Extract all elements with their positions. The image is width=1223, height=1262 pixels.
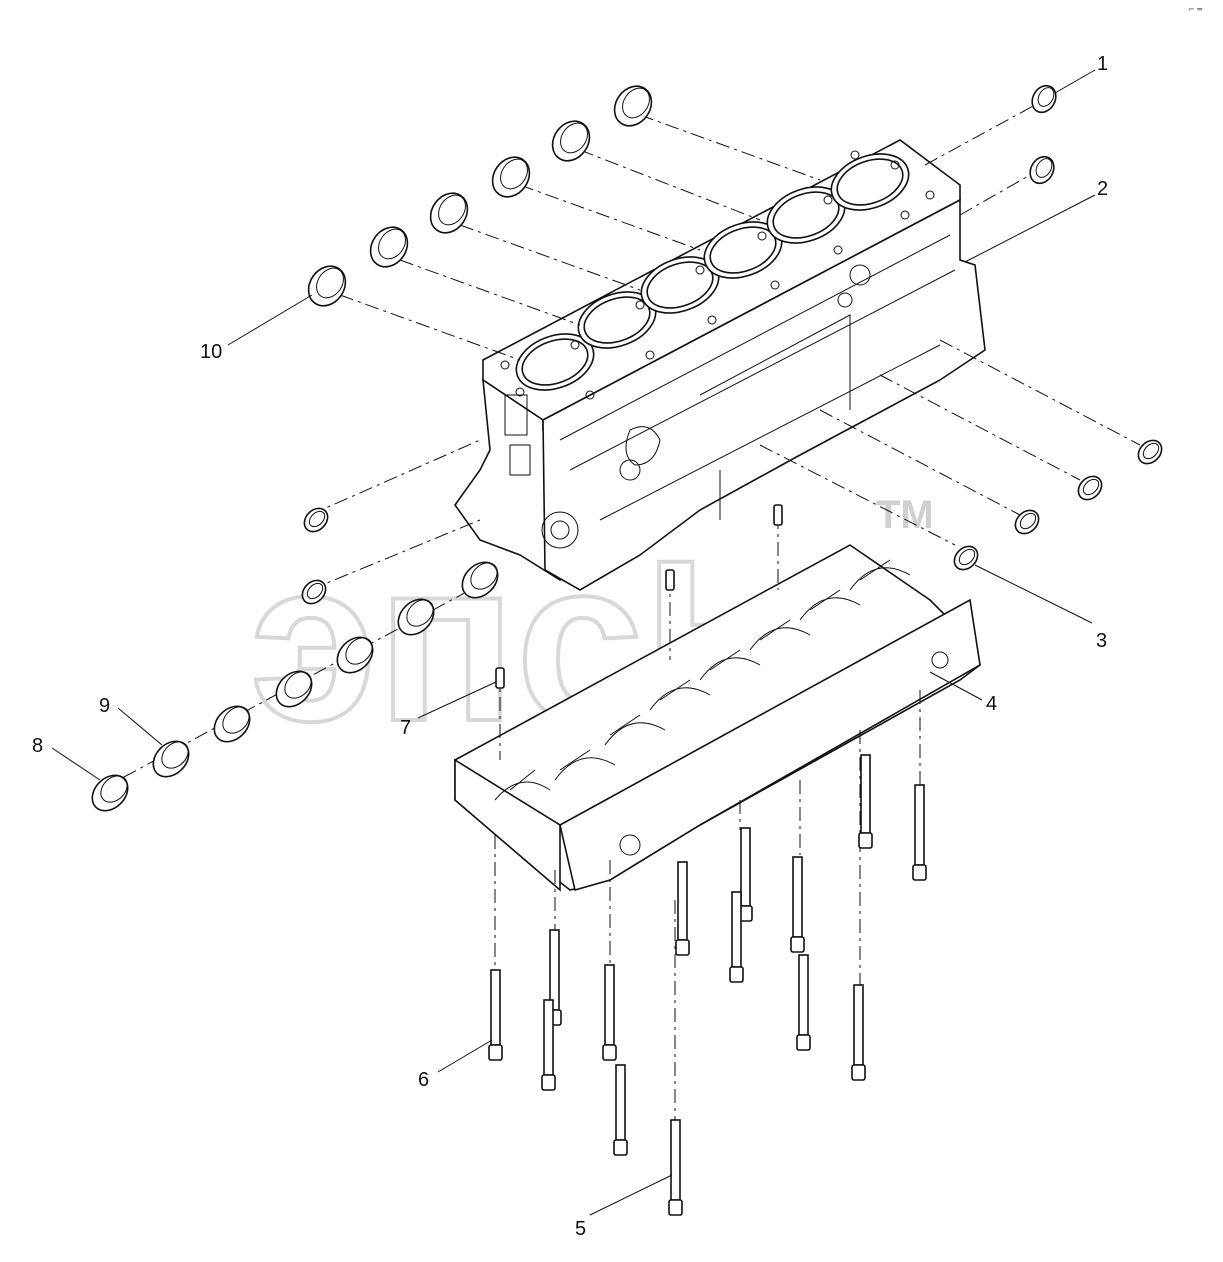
corner-mark: ⌐ ═ — [1188, 5, 1202, 14]
dowel-pins — [495, 504, 783, 689]
bolt — [729, 891, 744, 983]
cylinder-bores — [515, 153, 910, 391]
watermark-tm: TM — [876, 493, 934, 537]
plugs-3 — [953, 439, 1163, 571]
bolt — [675, 861, 690, 956]
cam-bushings — [91, 561, 499, 812]
callout-8: 8 — [32, 735, 43, 757]
callout-5: 5 — [575, 1218, 586, 1240]
main-bearing-saddles — [494, 559, 911, 801]
core-plugs-10 — [307, 85, 653, 307]
bolt — [912, 784, 927, 881]
engine-block — [454, 139, 986, 591]
deck-bolt-holes — [500, 150, 935, 400]
plug-1-2 — [1029, 84, 1057, 185]
callout-6: 6 — [418, 1069, 429, 1091]
bolt — [488, 969, 503, 1061]
bolt — [790, 856, 805, 953]
leader-lines — [51, 69, 1096, 1216]
bolt — [851, 984, 866, 1081]
callout-1: 1 — [1097, 53, 1108, 75]
callout-7: 7 — [400, 717, 411, 739]
front-plugs — [301, 507, 329, 605]
bolt — [613, 1064, 628, 1156]
bolt — [858, 754, 873, 849]
callout-10: 10 — [200, 341, 222, 363]
bolt — [602, 964, 617, 1061]
bolt — [796, 954, 811, 1051]
bolt — [541, 999, 556, 1091]
callout-4: 4 — [986, 693, 997, 715]
bedplate — [454, 544, 981, 892]
callout-2: 2 — [1097, 178, 1108, 200]
callout-9: 9 — [99, 695, 110, 717]
bolt — [668, 1119, 683, 1216]
callout-labels: 1 2 3 4 5 6 7 8 9 10 — [32, 53, 1108, 1240]
callout-3: 3 — [1096, 630, 1107, 652]
main-bearing-bolts — [488, 754, 927, 1216]
